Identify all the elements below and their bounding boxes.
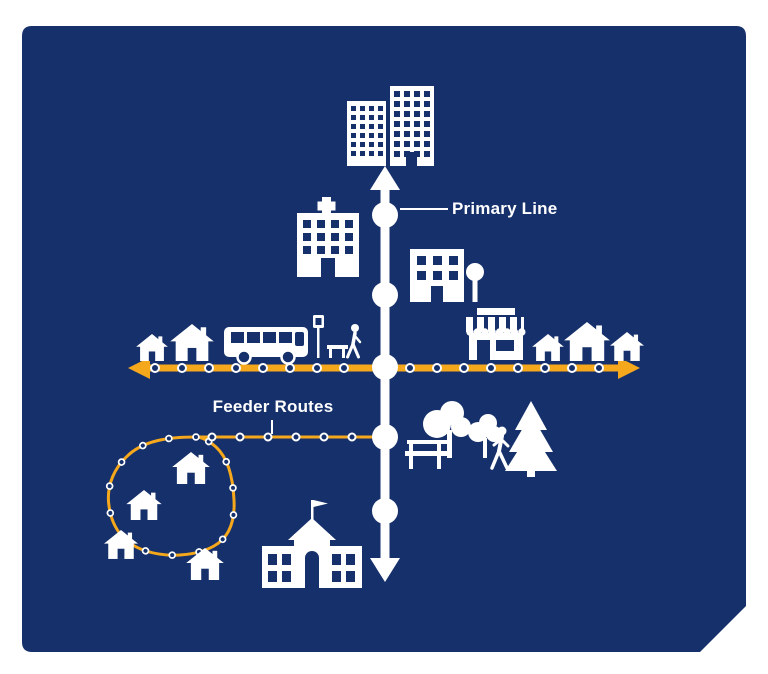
park-trees-icon — [423, 401, 502, 458]
transit-stop-icon — [372, 424, 398, 450]
primary-line-label: Primary Line — [452, 199, 558, 218]
primary-line — [370, 166, 400, 582]
transit-stop-icon — [372, 354, 398, 380]
hospital-windows — [303, 220, 353, 254]
house-icon — [170, 324, 214, 361]
arrow-right-icon — [618, 357, 640, 379]
pedestrian-icon — [346, 324, 362, 359]
transit-stop-nodes — [372, 202, 398, 524]
school-windows — [332, 554, 355, 582]
feeder-branch-stop-dots — [207, 432, 357, 442]
pine-tree-icon — [505, 401, 557, 477]
arrow-left-icon — [128, 357, 150, 379]
bus-stop-sign-icon — [313, 315, 324, 358]
pedestrian-icon — [490, 426, 510, 470]
house-icon — [104, 530, 138, 559]
house-icon — [564, 322, 610, 361]
feeder-stop-dots — [150, 363, 604, 373]
loop-houses — [104, 452, 224, 580]
city-buildings-icon — [347, 86, 434, 166]
tower-windows — [351, 106, 383, 156]
transit-stop-icon — [372, 202, 398, 228]
storefront-icon — [466, 308, 526, 360]
tree-icon — [466, 263, 484, 302]
arrow-up-icon — [370, 166, 400, 190]
school-windows — [268, 554, 291, 582]
houses-left — [136, 324, 214, 361]
school-icon — [262, 500, 362, 588]
tower-windows — [394, 91, 430, 157]
house-icon — [172, 452, 210, 484]
transit-stop-icon — [372, 282, 398, 308]
house-icon — [610, 332, 644, 361]
flag-icon — [313, 500, 328, 507]
hospital-icon — [297, 197, 359, 277]
feeder-routes-label: Feeder Routes — [212, 397, 334, 416]
feeder-loop-stop-rings — [104, 433, 238, 559]
flag-pole — [311, 500, 314, 522]
bench-icon — [327, 345, 348, 358]
bus-icon — [224, 327, 308, 365]
bench-icon — [405, 440, 449, 469]
arrow-down-icon — [370, 558, 400, 582]
apartment-windows — [417, 256, 458, 280]
house-icon — [532, 334, 564, 361]
house-icon — [126, 490, 162, 520]
transit-stop-icon — [372, 498, 398, 524]
houses-right — [532, 322, 644, 361]
apartment-building-icon — [410, 249, 464, 302]
house-icon — [136, 334, 168, 361]
feeder-loop-route — [104, 432, 385, 559]
